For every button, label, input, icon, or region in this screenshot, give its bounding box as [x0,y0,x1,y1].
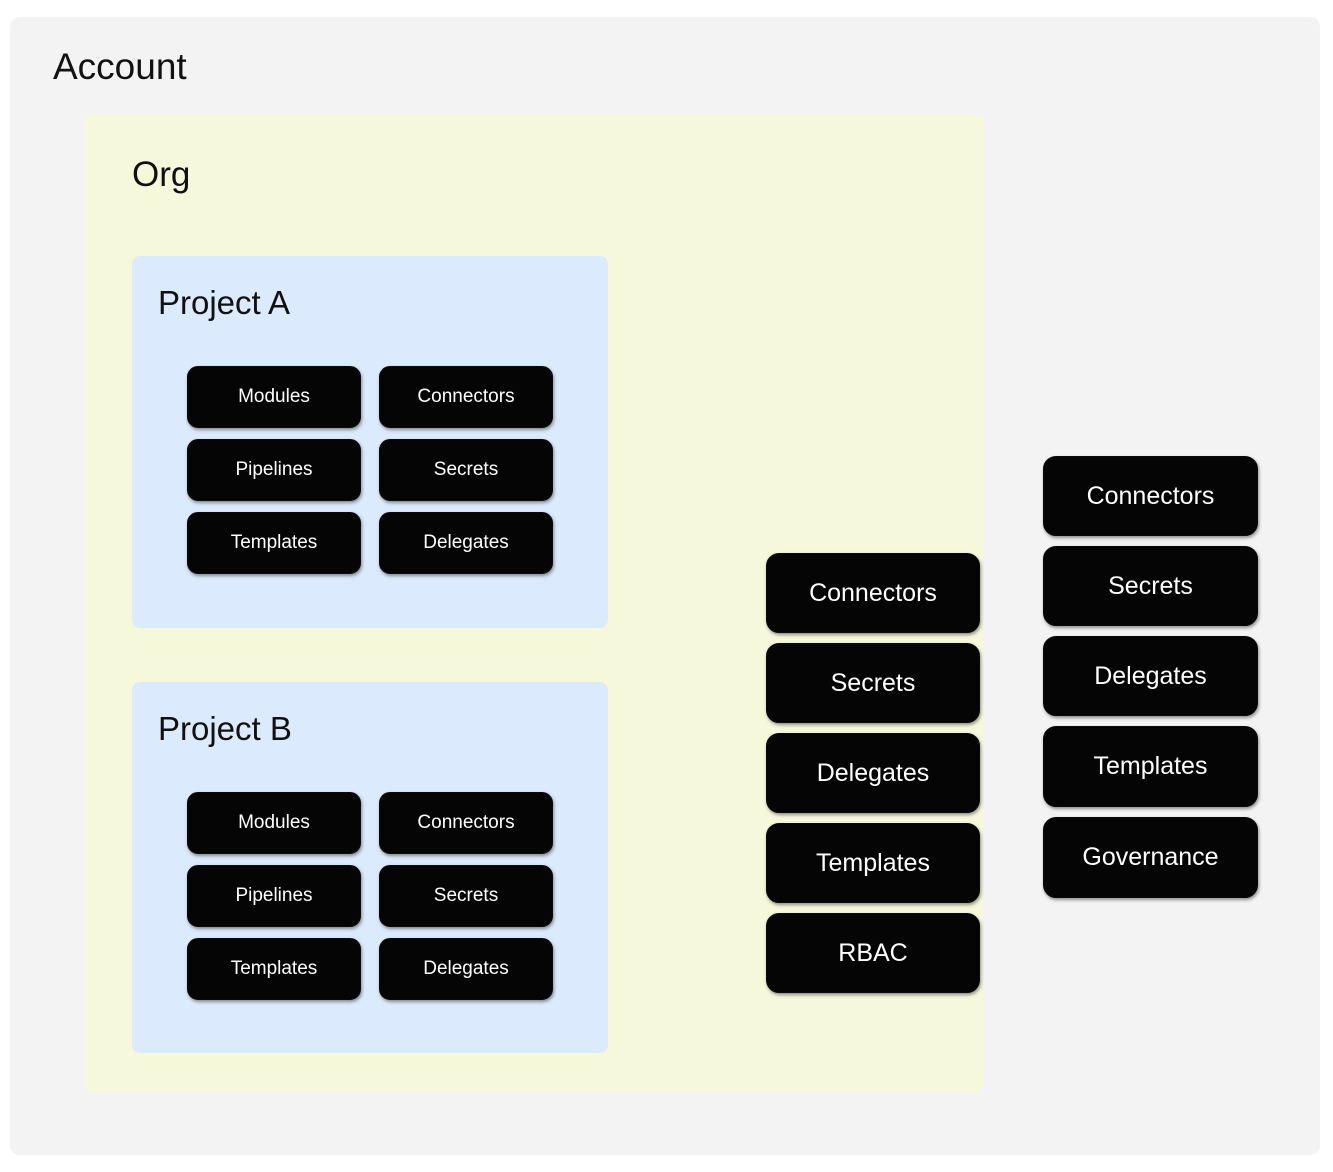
account-resource-column: Connectors Secrets Delegates Templates G… [1043,456,1258,898]
resource-button-governance[interactable]: Governance [1043,817,1258,898]
resource-button-delegates[interactable]: Delegates [766,733,980,813]
resource-button-connectors[interactable]: Connectors [1043,456,1258,536]
account-scope-label: Account [53,46,187,87]
project-b-resource-grid: Modules Connectors Pipelines Secrets Tem… [187,792,553,1000]
resource-button-templates[interactable]: Templates [766,823,980,903]
resource-button-connectors[interactable]: Connectors [379,792,553,854]
resource-button-secrets[interactable]: Secrets [379,439,553,501]
resource-button-delegates[interactable]: Delegates [379,512,553,574]
resource-button-connectors[interactable]: Connectors [379,366,553,428]
org-resource-column: Connectors Secrets Delegates Templates R… [766,553,980,993]
project-a-panel: Project A Modules Connectors Pipelines S… [132,256,608,628]
resource-button-pipelines[interactable]: Pipelines [187,439,361,501]
org-scope-panel: Org Project A Modules Connectors Pipelin… [85,114,983,1092]
resource-button-secrets[interactable]: Secrets [766,643,980,723]
project-b-label: Project B [158,710,292,747]
resource-button-modules[interactable]: Modules [187,792,361,854]
project-a-resource-grid: Modules Connectors Pipelines Secrets Tem… [187,366,553,574]
project-b-panel: Project B Modules Connectors Pipelines S… [132,682,608,1053]
resource-button-rbac[interactable]: RBAC [766,913,980,993]
resource-button-templates[interactable]: Templates [187,512,361,574]
resource-button-pipelines[interactable]: Pipelines [187,865,361,927]
resource-button-secrets[interactable]: Secrets [379,865,553,927]
resource-button-templates[interactable]: Templates [1043,726,1258,807]
resource-button-connectors[interactable]: Connectors [766,553,980,633]
org-scope-label: Org [132,155,191,194]
resource-button-modules[interactable]: Modules [187,366,361,428]
resource-button-templates[interactable]: Templates [187,938,361,1000]
account-scope-panel: Account Org Project A Modules Connectors… [10,17,1320,1155]
resource-button-secrets[interactable]: Secrets [1043,546,1258,626]
resource-button-delegates[interactable]: Delegates [379,938,553,1000]
resource-button-delegates[interactable]: Delegates [1043,636,1258,716]
project-a-label: Project A [158,284,291,321]
